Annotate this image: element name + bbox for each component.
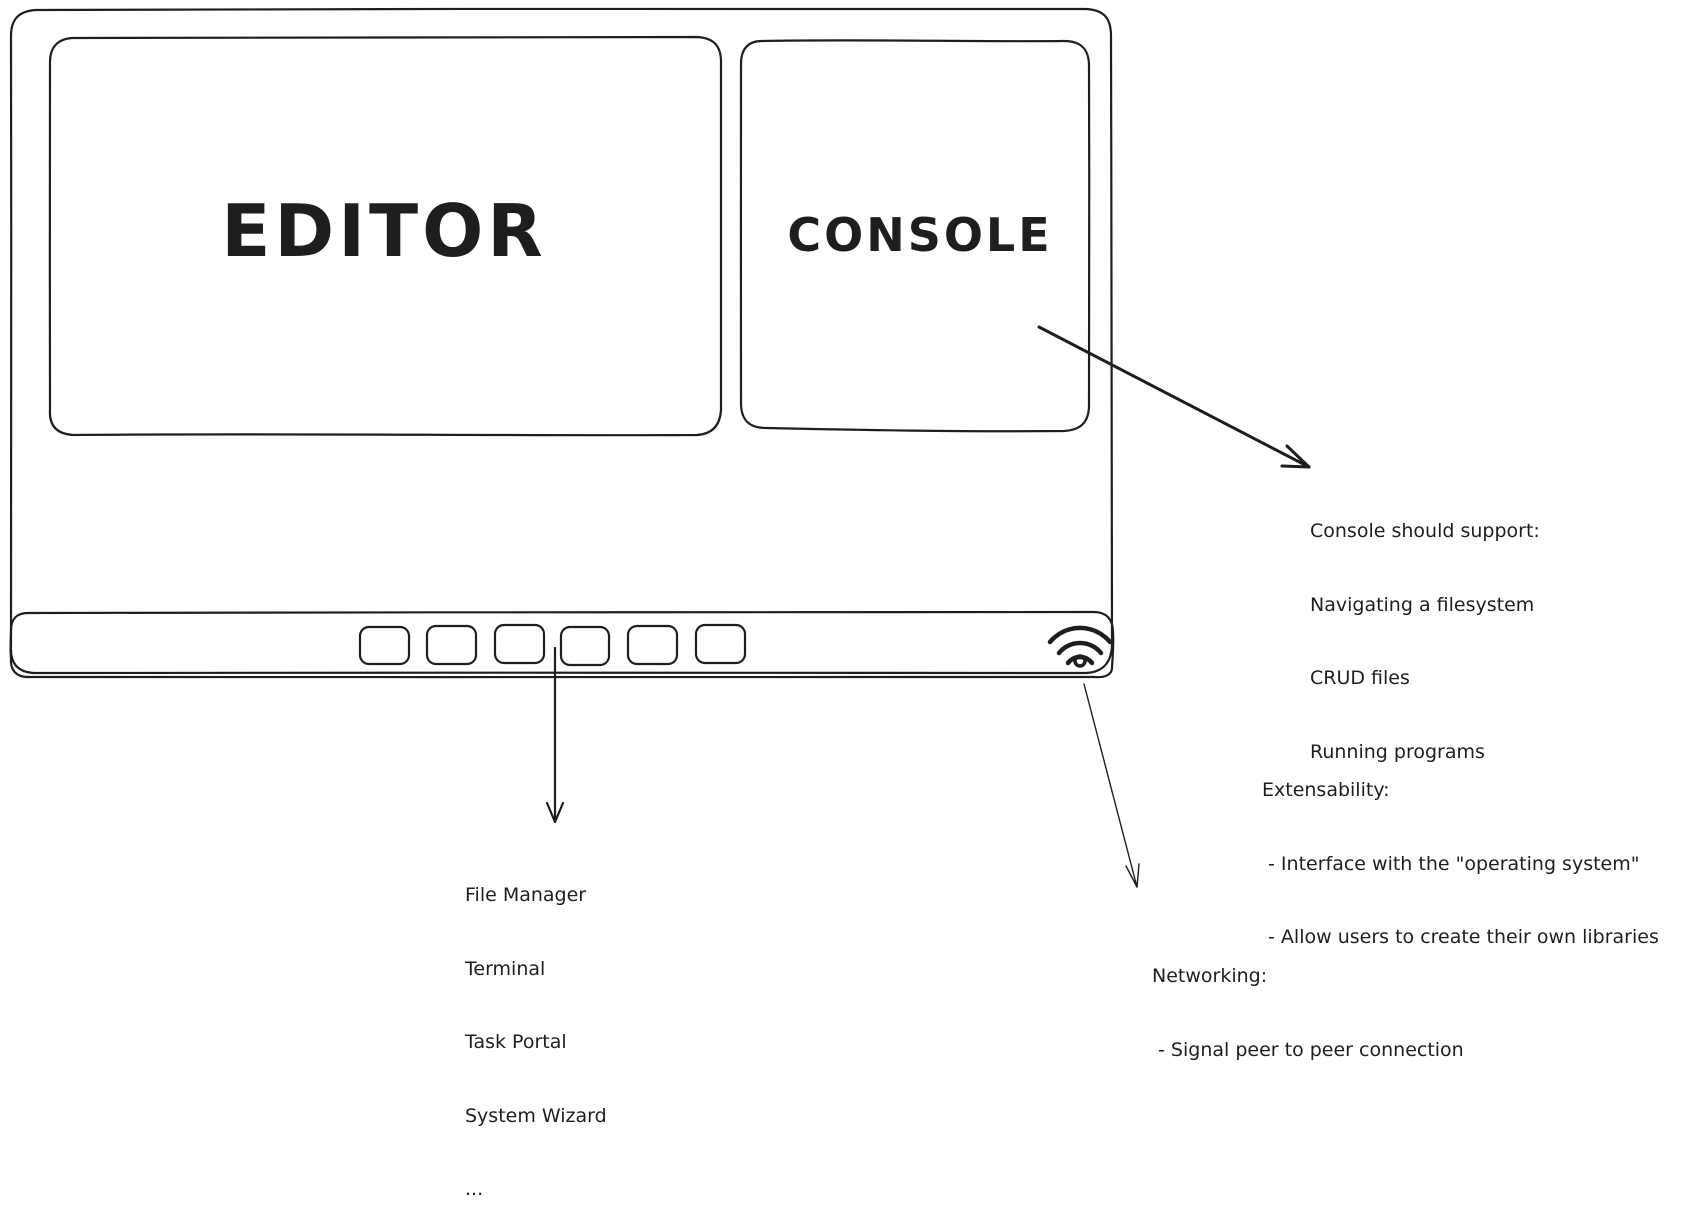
console-note-arrow [1037, 325, 1311, 469]
console-panel [739, 39, 1091, 433]
wifi-icon[interactable] [1047, 625, 1113, 668]
networking-note-arrow [1083, 683, 1140, 888]
window-frame [9, 7, 1114, 675]
list-item: Terminal [465, 957, 546, 980]
extensibility-note-heading: Extensability: [1262, 779, 1390, 801]
taskbar-app-slot-5[interactable] [626, 624, 679, 666]
list-item: System Wizard [465, 1104, 607, 1127]
list-item: File Manager [465, 884, 587, 906]
taskbar-app-slot-4[interactable] [559, 625, 611, 667]
list-item: Task Portal [465, 1031, 567, 1053]
console-note-heading: Console should support: [1310, 520, 1540, 542]
extensibility-note: Extensability: - Interface with the "ope… [1262, 729, 1659, 974]
taskbar-app-slot-6[interactable] [694, 623, 747, 665]
editor-panel [48, 35, 723, 437]
taskbar-apps-note: File Manager Terminal Task Portal System… [465, 834, 607, 1226]
list-item: - Signal peer to peer connection [1152, 1038, 1464, 1061]
list-item: - Interface with the "operating system" [1262, 852, 1640, 875]
wireframe-sketch: EDITOR CONSOLE [9, 7, 1311, 888]
list-item: - Allow users to create their own librar… [1262, 926, 1659, 948]
taskbar [9, 610, 1115, 679]
taskbar-app-slot-2[interactable] [425, 624, 478, 666]
list-item: Running programs [1310, 740, 1485, 763]
list-item: Navigating a filesystem [1310, 593, 1535, 616]
console-requirements-note: Console should support: Navigating a fil… [1310, 470, 1540, 789]
taskbar-note-arrow [545, 646, 565, 824]
networking-note: Networking: - Signal peer to peer connec… [1152, 915, 1464, 1087]
list-item: ... [465, 1178, 484, 1200]
taskbar-app-slot-1[interactable] [358, 625, 411, 666]
taskbar-app-slot-3[interactable] [493, 623, 546, 665]
editor-title: EDITOR [221, 189, 547, 273]
list-item: CRUD files [1310, 667, 1410, 689]
console-title: CONSOLE [787, 208, 1052, 262]
networking-note-heading: Networking: [1152, 965, 1268, 987]
